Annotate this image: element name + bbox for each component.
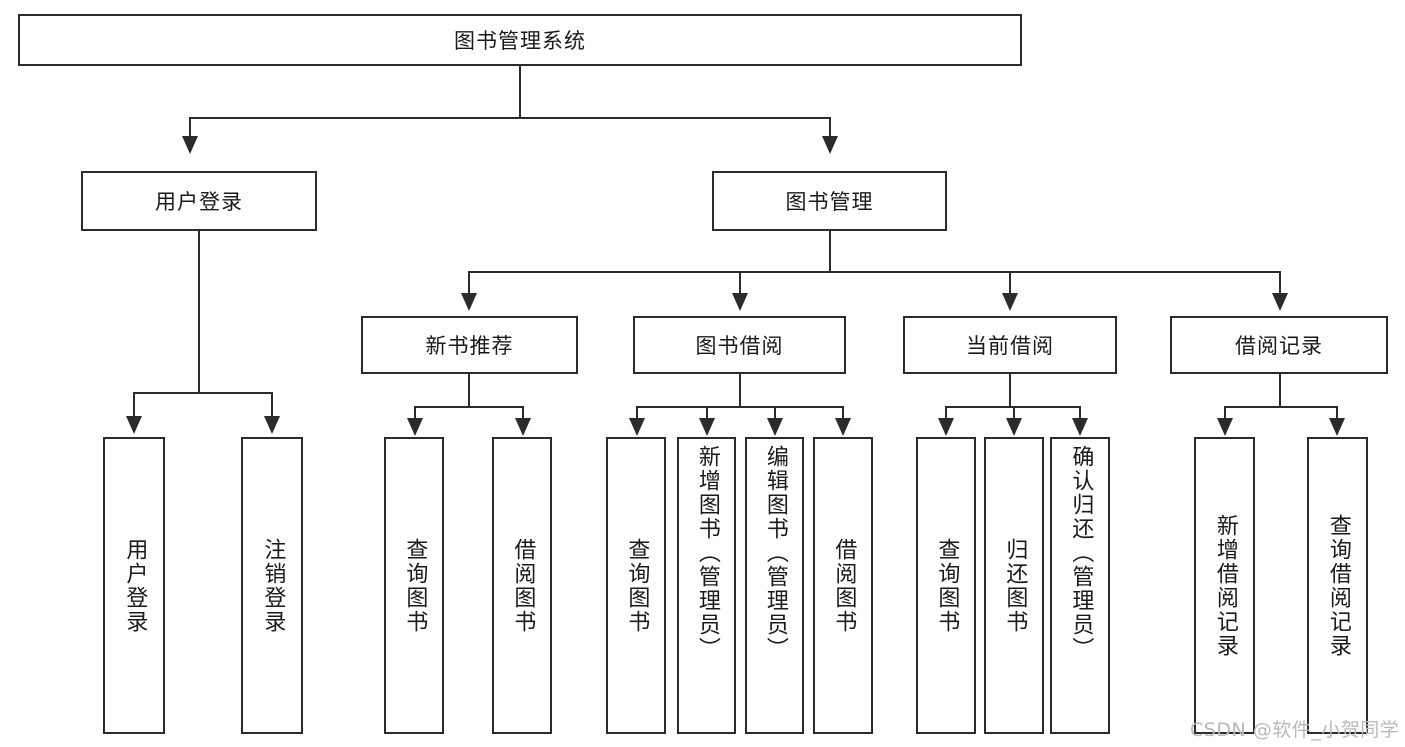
leaf-label: 新增图书（管理员） bbox=[694, 445, 720, 661]
arrow-borrow-record-to-leaf-1 bbox=[1329, 418, 1345, 436]
leaf-label: 查询借阅记录 bbox=[1325, 513, 1351, 658]
arrow-current-borrow-to-leaf-0 bbox=[938, 418, 954, 436]
edge-book-borrow-bus bbox=[636, 406, 844, 408]
edge-root-to-book-management bbox=[829, 117, 831, 139]
arrow-book-borrow-to-leaf-2 bbox=[767, 418, 783, 436]
edge-new-book-stem bbox=[468, 374, 470, 406]
arrow-root-to-user-login bbox=[182, 136, 198, 154]
watermark-text: CSDN @软件_小贺同学 bbox=[1190, 719, 1400, 741]
arrow-user-login-to-leaf-1 bbox=[264, 416, 280, 434]
edge-borrow-record-to-leaf-1 bbox=[1336, 406, 1338, 420]
leaf-label: 借阅图书 bbox=[831, 537, 857, 634]
leaf-label: 归还图书 bbox=[1002, 537, 1028, 634]
edge-bm-to-current-borrow bbox=[1009, 271, 1011, 295]
leaf-book-borrow-3[interactable]: 借阅图书 bbox=[813, 437, 873, 734]
leaf-current-borrow-2[interactable]: 确认归还（管理员） bbox=[1050, 437, 1110, 734]
arrow-borrow-record-to-leaf-0 bbox=[1217, 418, 1233, 436]
leaf-new-book-recommend-0[interactable]: 查询图书 bbox=[384, 437, 444, 734]
leaf-label: 借阅图书 bbox=[510, 537, 536, 634]
edge-current-borrow-stem bbox=[1009, 374, 1011, 406]
edge-root-to-user-login bbox=[189, 117, 191, 139]
arrow-current-borrow-to-leaf-1 bbox=[1006, 418, 1022, 436]
edge-current-borrow-to-leaf-2 bbox=[1079, 406, 1081, 420]
arrow-user-login-to-leaf-0 bbox=[126, 416, 142, 434]
edge-borrow-record-to-leaf-0 bbox=[1224, 406, 1226, 420]
edge-bm-to-new-book bbox=[468, 271, 470, 295]
leaf-borrow-record-1[interactable]: 查询借阅记录 bbox=[1307, 437, 1368, 734]
leaf-book-borrow-0[interactable]: 查询图书 bbox=[606, 437, 666, 734]
leaf-user-login-1[interactable]: 注销登录 bbox=[241, 437, 303, 734]
arrow-book-borrow-to-leaf-1 bbox=[699, 418, 715, 436]
edge-book-borrow-to-leaf-0 bbox=[636, 406, 638, 420]
node-label: 图书管理系统 bbox=[454, 29, 586, 53]
leaf-current-borrow-1[interactable]: 归还图书 bbox=[984, 437, 1044, 734]
leaf-label: 编辑图书（管理员） bbox=[762, 445, 788, 661]
node-new-book-recommend[interactable]: 新书推荐 bbox=[361, 316, 578, 374]
node-label: 图书借阅 bbox=[695, 334, 784, 358]
node-user-login[interactable]: 用户登录 bbox=[81, 171, 317, 231]
node-label: 图书管理 bbox=[785, 190, 874, 214]
node-root-book-management-system[interactable]: 图书管理系统 bbox=[18, 14, 1022, 66]
leaf-current-borrow-0[interactable]: 查询图书 bbox=[916, 437, 976, 734]
edge-new-book-bus bbox=[414, 406, 524, 408]
leaf-label: 查询图书 bbox=[624, 537, 650, 634]
edge-user-login-bus bbox=[133, 392, 273, 394]
edge-book-borrow-stem bbox=[739, 374, 741, 406]
edge-current-borrow-to-leaf-1 bbox=[1013, 406, 1015, 420]
edge-book-borrow-to-leaf-3 bbox=[842, 406, 844, 420]
node-current-borrow[interactable]: 当前借阅 bbox=[903, 316, 1117, 374]
edge-user-login-stem bbox=[198, 231, 200, 392]
edge-new-book-to-leaf-1 bbox=[522, 406, 524, 420]
edge-bm-to-book-borrow bbox=[739, 271, 741, 295]
leaf-borrow-record-0[interactable]: 新增借阅记录 bbox=[1194, 437, 1255, 734]
leaf-label: 注销登录 bbox=[260, 537, 286, 634]
arrow-bm-to-current-borrow bbox=[1002, 293, 1018, 311]
node-label: 借阅记录 bbox=[1235, 334, 1323, 358]
node-label: 新书推荐 bbox=[425, 334, 514, 358]
arrow-new-book-to-leaf-0 bbox=[407, 418, 423, 436]
leaf-label: 查询图书 bbox=[934, 537, 960, 634]
node-book-management[interactable]: 图书管理 bbox=[712, 171, 947, 231]
edge-borrow-record-bus bbox=[1224, 406, 1338, 408]
node-label: 当前借阅 bbox=[966, 334, 1054, 358]
edge-book-borrow-to-leaf-2 bbox=[774, 406, 776, 420]
arrow-book-borrow-to-leaf-3 bbox=[835, 418, 851, 436]
edge-user-login-to-leaf-1 bbox=[271, 392, 273, 418]
leaf-book-borrow-1[interactable]: 新增图书（管理员） bbox=[677, 437, 736, 734]
arrow-current-borrow-to-leaf-2 bbox=[1072, 418, 1088, 436]
edge-bm-to-borrow-record bbox=[1279, 271, 1281, 295]
arrow-book-borrow-to-leaf-0 bbox=[629, 418, 645, 436]
arrow-bm-to-new-book bbox=[461, 293, 477, 311]
edge-borrow-record-stem bbox=[1279, 374, 1281, 406]
arrow-root-to-book-management bbox=[822, 136, 838, 154]
node-borrow-record[interactable]: 借阅记录 bbox=[1170, 316, 1388, 374]
arrow-new-book-to-leaf-1 bbox=[515, 418, 531, 436]
leaf-new-book-recommend-1[interactable]: 借阅图书 bbox=[492, 437, 552, 734]
leaf-user-login-0[interactable]: 用户登录 bbox=[103, 437, 165, 734]
edge-book-management-stem bbox=[829, 231, 831, 271]
leaf-label: 新增借阅记录 bbox=[1212, 513, 1238, 658]
leaf-label: 查询图书 bbox=[402, 537, 428, 634]
arrow-bm-to-borrow-record bbox=[1272, 293, 1288, 311]
node-book-borrow[interactable]: 图书借阅 bbox=[633, 316, 846, 374]
edge-new-book-to-leaf-0 bbox=[414, 406, 416, 420]
edge-root-stem bbox=[519, 66, 521, 117]
edge-book-management-bus bbox=[468, 271, 1279, 273]
edge-book-borrow-to-leaf-1 bbox=[706, 406, 708, 420]
arrow-bm-to-book-borrow bbox=[732, 293, 748, 311]
node-label: 用户登录 bbox=[155, 190, 243, 214]
edge-current-borrow-bus bbox=[945, 406, 1079, 408]
edge-current-borrow-to-leaf-0 bbox=[945, 406, 947, 420]
edge-root-bus bbox=[189, 117, 831, 119]
leaf-label: 用户登录 bbox=[122, 537, 148, 634]
leaf-book-borrow-2[interactable]: 编辑图书（管理员） bbox=[745, 437, 804, 734]
leaf-label: 确认归还（管理员） bbox=[1068, 445, 1094, 661]
edge-user-login-to-leaf-0 bbox=[133, 392, 135, 418]
